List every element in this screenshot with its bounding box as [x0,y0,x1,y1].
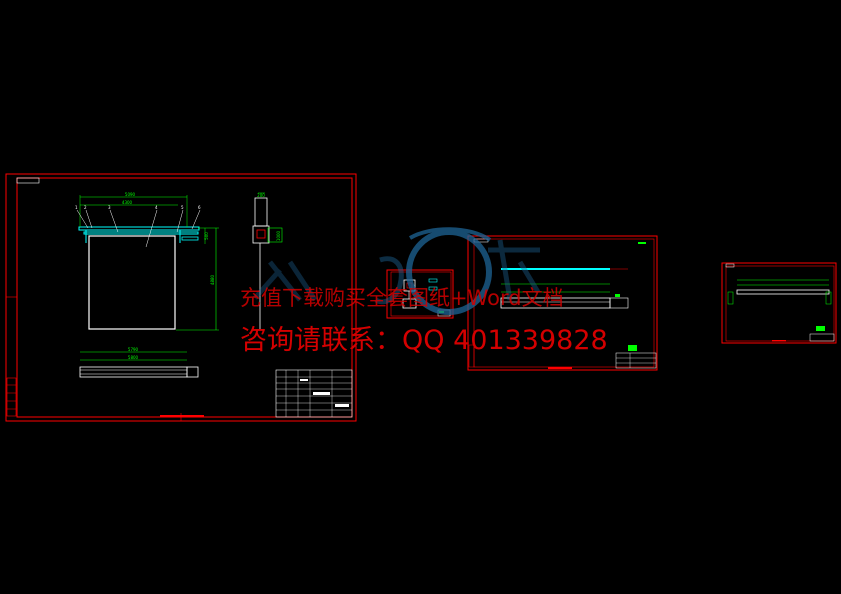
panel-outline [88,235,176,330]
callout-label: 5 [181,205,184,210]
sheet-1-side-stamp [6,377,17,417]
drawing-sheet-3 [467,235,658,371]
dim-text: 1000 [276,230,281,241]
dim-text: 4880 [210,274,215,285]
callout-label: 3 [108,205,111,210]
watermark-text-line2: 咨询请联系：QQ 401339828 [240,325,608,356]
sheet-1-corner-tag [16,177,40,184]
logo-ring [406,229,492,315]
callout-label: 2 [84,205,87,210]
watermark-text-line1: 充值下载购买全套图纸+Word文档 [240,286,564,310]
watermark-logo [253,227,541,315]
dim-text: 5790 [128,347,139,352]
dim-text: 4300 [122,200,133,205]
callout-label: 6 [198,205,201,210]
sheet-1-title-block [275,369,353,418]
side-view: 200 1000 [252,192,283,330]
top-rail [78,226,200,231]
rail-elevation [501,268,610,270]
drawing-sheet-1: 5090 4300 4880 500 1 2 3 4 5 6 200 1000 [5,173,357,422]
front-view: 5090 4300 4880 500 1 2 3 4 5 6 [75,192,219,331]
dim-text: 500 [204,232,209,240]
sheet-1-bottom-label-bar [160,415,204,417]
drawing-sheet-4 [721,262,837,344]
callout-label: 4 [155,205,158,210]
callout-label: 1 [75,205,78,210]
plan-view: 5790 5800 [79,347,199,378]
dim-text: 5800 [128,355,139,360]
dim-text: 5090 [125,192,136,197]
guide-rail [83,231,199,235]
dim-text: 200 [257,193,265,198]
